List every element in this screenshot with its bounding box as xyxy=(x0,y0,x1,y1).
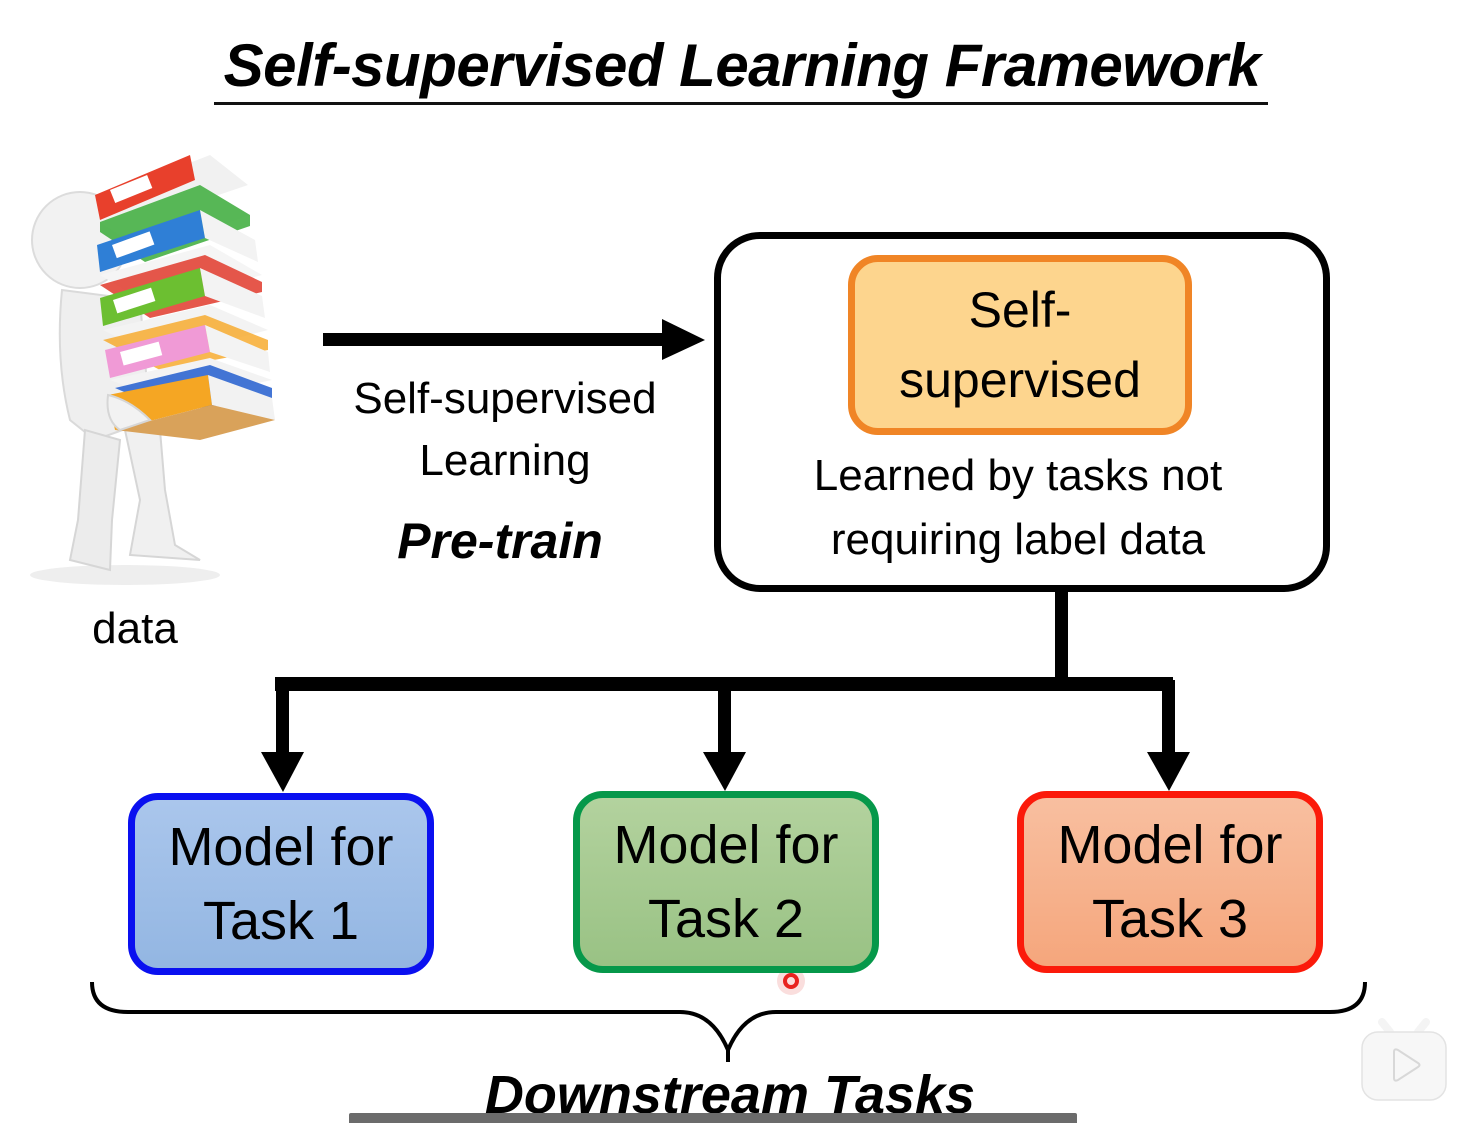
arrow-label: Self-supervised Learning xyxy=(330,368,680,492)
pretrained-model-description: Learned by tasks not requiring label dat… xyxy=(740,444,1296,572)
binder-stack xyxy=(95,155,275,440)
task-box-1: Model for Task 1 xyxy=(128,793,434,975)
arrow-to-task-2 xyxy=(703,684,746,791)
person-carrying-binders-icon xyxy=(30,155,275,585)
pretrain-arrow xyxy=(323,319,705,360)
curly-brace xyxy=(90,981,1367,1062)
self-supervised-line-2: supervised xyxy=(899,352,1141,408)
arrow-label-line-1: Self-supervised xyxy=(353,374,657,423)
slide-title: Self-supervised Learning Framework xyxy=(223,32,1261,99)
description-line-1: Learned by tasks not xyxy=(813,451,1223,500)
title-underline xyxy=(214,102,1268,105)
task-box-1-line-2: Task 1 xyxy=(202,891,360,951)
video-progress-bar[interactable] xyxy=(349,1113,1077,1123)
task-box-3-line-2: Task 3 xyxy=(1091,889,1249,949)
task-box-3-line-1: Model for xyxy=(1057,815,1283,875)
arrow-label-line-2: Learning xyxy=(419,436,591,485)
description-line-2: requiring label data xyxy=(830,515,1206,564)
self-supervised-line-1: Self- xyxy=(968,282,1072,338)
connector-stem xyxy=(1055,592,1068,684)
task-box-3: Model for Task 3 xyxy=(1017,791,1323,973)
data-label: data xyxy=(92,604,178,653)
self-supervised-box: Self- supervised xyxy=(848,255,1192,435)
arrow-to-task-1 xyxy=(261,680,304,792)
pointer-dot xyxy=(777,967,805,995)
pretrain-label: Pre-train xyxy=(397,513,603,569)
tv-play-icon[interactable] xyxy=(1358,1018,1450,1102)
task-box-1-line-1: Model for xyxy=(168,817,394,877)
task-box-2: Model for Task 2 xyxy=(573,791,879,973)
task-box-2-line-2: Task 2 xyxy=(647,889,805,949)
task-box-2-line-1: Model for xyxy=(613,815,839,875)
arrow-to-task-3 xyxy=(1147,680,1190,791)
